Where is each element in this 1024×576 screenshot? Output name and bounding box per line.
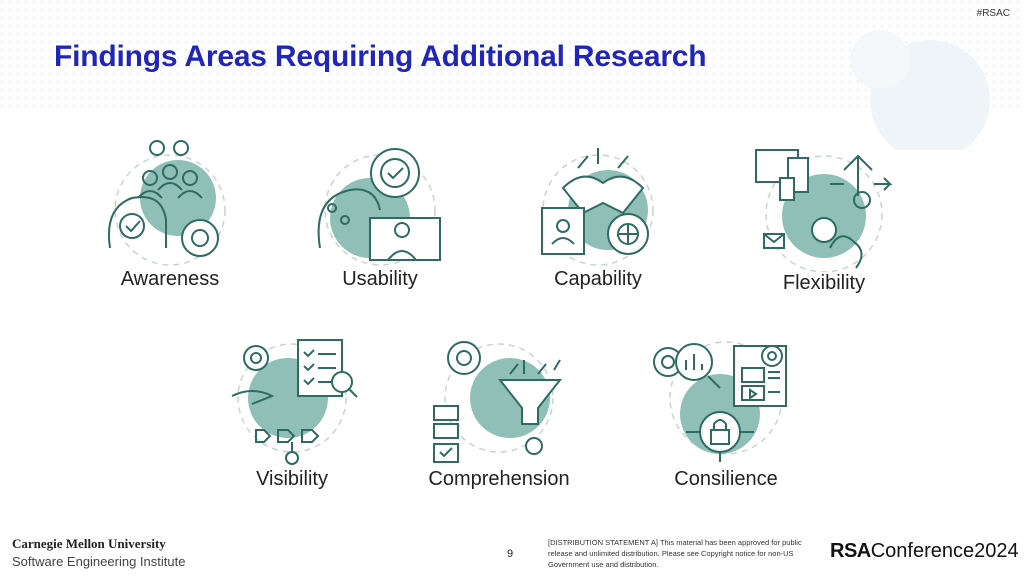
flexibility-icon bbox=[755, 149, 893, 272]
label-usability: Usability bbox=[342, 268, 418, 290]
item-flexibility: Flexibility bbox=[744, 138, 904, 295]
item-consilience: Consilience bbox=[646, 334, 806, 491]
usability-icon bbox=[317, 148, 441, 266]
label-visibility: Visibility bbox=[256, 468, 328, 490]
label-comprehension: Comprehension bbox=[428, 468, 570, 490]
label-flexibility: Flexibility bbox=[782, 272, 866, 294]
label-awareness: Awareness bbox=[120, 268, 220, 290]
item-awareness: Awareness bbox=[100, 138, 240, 291]
cmu-sei-logo: Carnegie Mellon University Software Engi… bbox=[12, 536, 185, 569]
item-comprehension: Comprehension bbox=[414, 334, 584, 491]
org-name: Carnegie Mellon University bbox=[12, 536, 166, 551]
awareness-icon bbox=[108, 140, 226, 266]
item-usability: Usability bbox=[310, 138, 450, 291]
brand-year: 2024 bbox=[974, 540, 1019, 562]
consilience-icon bbox=[653, 341, 787, 462]
org-unit: Software Engineering Institute bbox=[12, 554, 186, 569]
item-visibility: Visibility bbox=[222, 334, 362, 491]
brand-rest: Conference bbox=[870, 540, 975, 562]
rsac-hashtag: #RSAC bbox=[976, 8, 1010, 19]
page-number: 9 bbox=[507, 548, 514, 560]
label-capability: Capability bbox=[554, 268, 642, 290]
capability-icon bbox=[541, 148, 654, 266]
item-capability: Capability bbox=[528, 138, 668, 291]
distribution-statement: [DISTRIBUTION STATEMENT A] This material… bbox=[548, 538, 802, 569]
label-consilience: Consilience bbox=[674, 468, 778, 490]
comprehension-icon bbox=[433, 341, 563, 463]
visibility-icon bbox=[231, 339, 358, 465]
dotted-background bbox=[0, 0, 1024, 150]
rsa-conference-logo: RSAConference2024 bbox=[830, 540, 1019, 563]
page-title: Findings Areas Requiring Additional Rese… bbox=[54, 40, 707, 73]
brand-bold: RSA bbox=[830, 540, 871, 562]
